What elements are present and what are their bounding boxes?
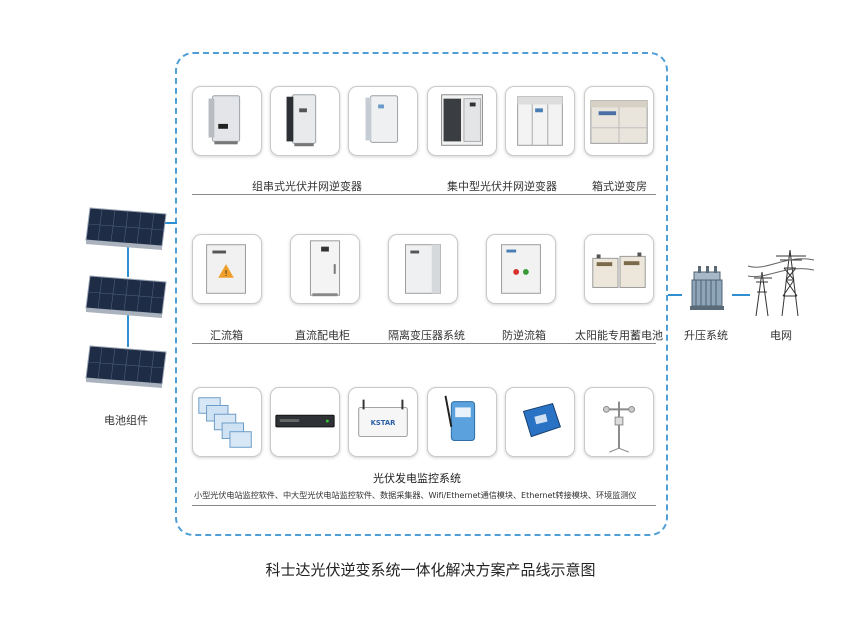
string-inverter-tile-2 [270,86,340,156]
row2-divider [192,343,656,344]
row1-label-central-inverter: 集中型光伏并网逆变器 [447,180,557,193]
inverter-room-tile [584,86,654,156]
diagram-title: 科士达光伏逆变系统一体化解决方案产品线示意图 [265,561,596,579]
row2-label-solar-battery: 太阳能专用蓄电池 [575,329,663,342]
panel-link-line-bottom [127,312,129,347]
isolation-transformer-tile [388,234,458,304]
solar-panel-1 [82,200,172,260]
power-grid-tower-icon [746,246,816,318]
product-line-frame [175,52,668,536]
anti-backflow-box-tile [486,234,556,304]
environment-monitor-tile [584,387,654,457]
row3-divider [192,505,656,506]
battery-module-label: 电池组件 [104,414,148,427]
dc-cabinet-tile [290,234,360,304]
row1-label-inverter-room: 箱式逆变房 [592,180,647,193]
combiner-box-tile: ! [192,234,262,304]
solar-panel-3 [82,338,172,398]
power-grid-label: 电网 [770,329,792,342]
central-inverter-tile-2 [505,86,575,156]
row2-label-combiner-box: 汇流箱 [210,329,243,342]
solar-panel-2 [82,268,172,328]
row1-label-string-inverter: 组串式光伏并网逆变器 [252,180,362,193]
frame-to-transformer-line [668,294,682,296]
row1-divider [192,194,656,195]
data-collector-tile: KSTAR [348,387,418,457]
row2-label-dc-cabinet: 直流配电柜 [295,329,350,342]
monitoring-items: 小型光伏电站监控软件、中大型光伏电站监控软件、数据采集器、Wifi/Ethern… [194,490,637,500]
transformer-to-grid-line [732,294,750,296]
step-up-transformer-icon [680,262,734,316]
panel-link-line-top [127,243,129,277]
central-inverter-tile-1 [427,86,497,156]
small-monitor-software-tile [192,387,262,457]
step-up-system-label: 升压系统 [684,329,728,342]
monitoring-caption: 光伏发电监控系统 [373,472,461,485]
kstar-logo-text: KSTAR [371,419,397,427]
wifi-ethernet-module-tile [427,387,497,457]
string-inverter-tile-3 [348,86,418,156]
ethernet-adapter-tile [505,387,575,457]
panel-to-frame-line [165,222,177,224]
medium-monitor-software-tile [270,387,340,457]
string-inverter-tile-1 [192,86,262,156]
svg-text:!: ! [224,269,227,278]
row2-label-isolation-transformer: 隔离变压器系统 [388,329,465,342]
row2-label-anti-backflow: 防逆流箱 [502,329,546,342]
solar-battery-tile [584,234,654,304]
